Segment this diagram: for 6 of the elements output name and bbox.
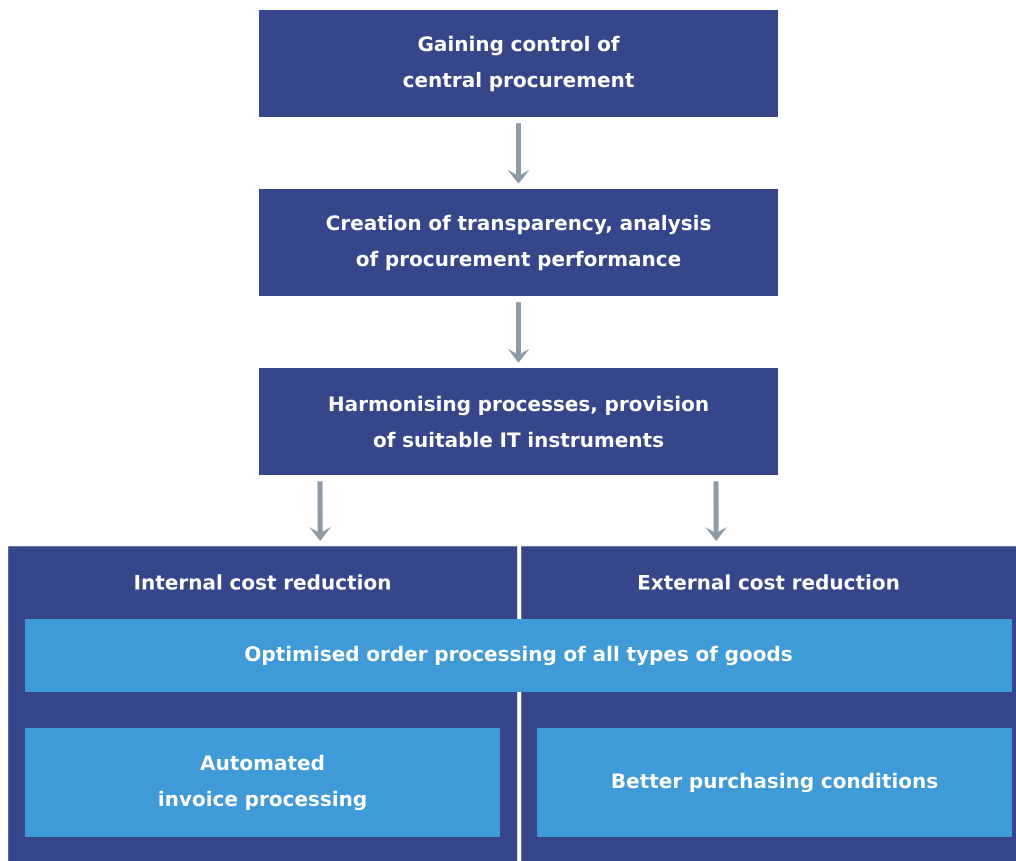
process-box: Automated invoice processing — [25, 728, 500, 837]
process-box: Better purchasing conditions — [537, 728, 1012, 837]
process-box: Optimised order processing of all types of goods — [25, 619, 1012, 692]
process-box: Creation of transparency, analysis of procurement performance — [259, 189, 778, 296]
process-box: Harmonising processes, provision of suitable IT instruments — [259, 368, 778, 475]
process-box: Gaining control of central procurement — [259, 10, 778, 117]
